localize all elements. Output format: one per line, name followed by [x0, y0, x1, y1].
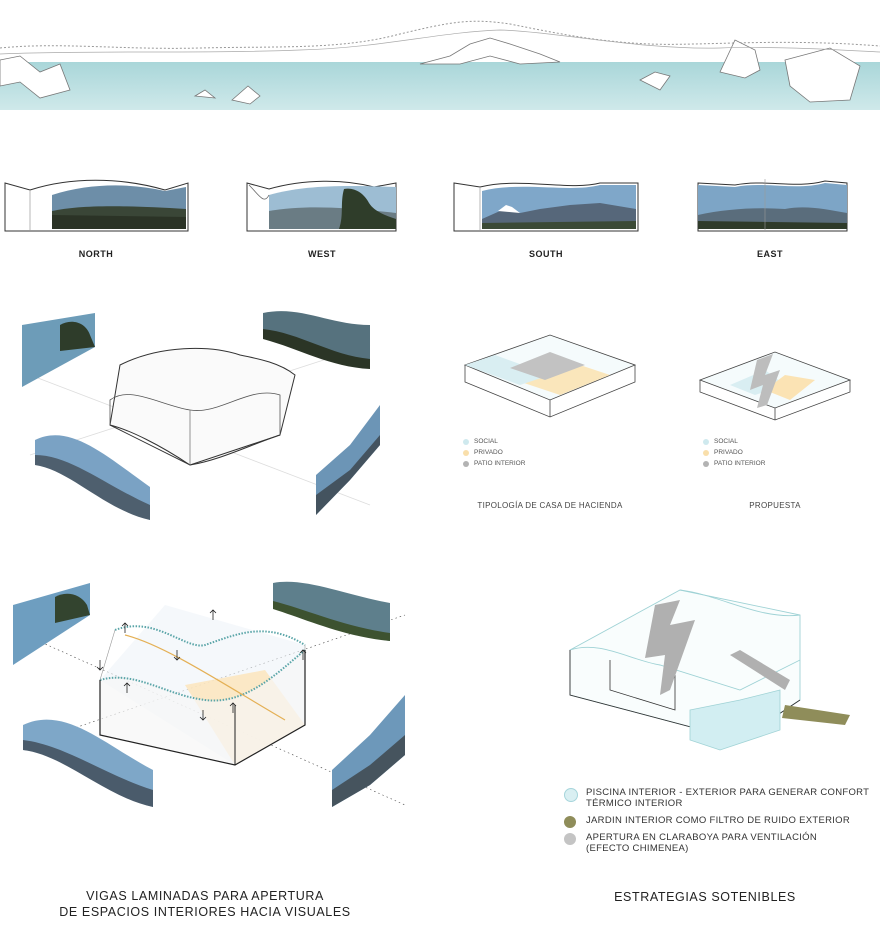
- privado-swatch: [703, 449, 709, 456]
- south-view-diagram: [453, 182, 639, 232]
- piscina-line-1: PISCINA INTERIOR - EXTERIOR PARA GENERAR…: [586, 787, 870, 798]
- east-label: EAST: [756, 249, 783, 259]
- tipologia-caption: TIPOLOGÍA DE CASA DE HACIENDA: [477, 501, 623, 510]
- panorama-strip: [0, 20, 880, 110]
- legend-apertura: APERTURA EN CLARABOYA PARA VENTILACIÓN (…: [562, 832, 872, 854]
- north-view-diagram: [4, 179, 189, 232]
- legend-propuesta: SOCIAL PRIVADO PATIO INTERIOR: [703, 436, 765, 469]
- vigas-title: VIGAS LAMINADAS PARA APERTURA DE ESPACIO…: [30, 888, 380, 920]
- south-label: SOUTH: [529, 249, 563, 259]
- patio-swatch: [703, 460, 709, 467]
- jardin-line: JARDIN INTERIOR COMO FILTRO DE RUIDO EXT…: [586, 815, 851, 826]
- apertura-line-2: (EFECTO CHIMENEA): [586, 843, 689, 854]
- legend-typologia: SOCIAL PRIVADO PATIO INTERIOR: [463, 436, 525, 469]
- legend-piscina: PISCINA INTERIOR - EXTERIOR PARA GENERAR…: [562, 787, 872, 809]
- estrategias-title: ESTRATEGIAS SOTENIBLES: [614, 890, 796, 904]
- apertura-line-1: APERTURA EN CLARABOYA PARA VENTILACIÓN: [586, 832, 818, 843]
- legend-social: SOCIAL: [714, 438, 738, 445]
- north-label: NORTH: [78, 249, 114, 259]
- piscina-line-2: TÉRMICO INTERIOR: [586, 798, 683, 809]
- legend-social: SOCIAL: [474, 438, 498, 445]
- legend-jardin: JARDIN INTERIOR COMO FILTRO DE RUIDO EXT…: [562, 815, 872, 828]
- legend-privado: PRIVADO: [714, 449, 743, 456]
- vigas-title-line-2: DE ESPACIOS INTERIORES HACIA VISUALES: [59, 905, 351, 919]
- piscina-swatch: [564, 788, 578, 802]
- apertura-swatch: [564, 833, 576, 845]
- estrategias-diagram: [569, 589, 850, 751]
- west-label: WEST: [308, 249, 336, 259]
- social-swatch: [463, 438, 469, 445]
- estrategias-legend: PISCINA INTERIOR - EXTERIOR PARA GENERAR…: [562, 787, 872, 860]
- legend-patio: PATIO INTERIOR: [714, 460, 766, 467]
- propuesta-diagram: [698, 351, 852, 421]
- axon-views-diagram: [22, 311, 380, 520]
- social-swatch: [703, 438, 709, 445]
- legend-privado: PRIVADO: [474, 449, 503, 456]
- typologia-diagram: [463, 334, 637, 418]
- propuesta-caption: PROPUESTA: [749, 501, 801, 510]
- privado-swatch: [463, 449, 469, 456]
- vigas-diagram: [13, 581, 406, 807]
- patio-swatch: [463, 460, 469, 467]
- east-view-diagram: [697, 179, 848, 232]
- west-view-diagram: [246, 180, 397, 232]
- vigas-title-line-1: VIGAS LAMINADAS PARA APERTURA: [86, 889, 324, 903]
- jardin-swatch: [564, 816, 576, 828]
- legend-patio: PATIO INTERIOR: [474, 460, 526, 467]
